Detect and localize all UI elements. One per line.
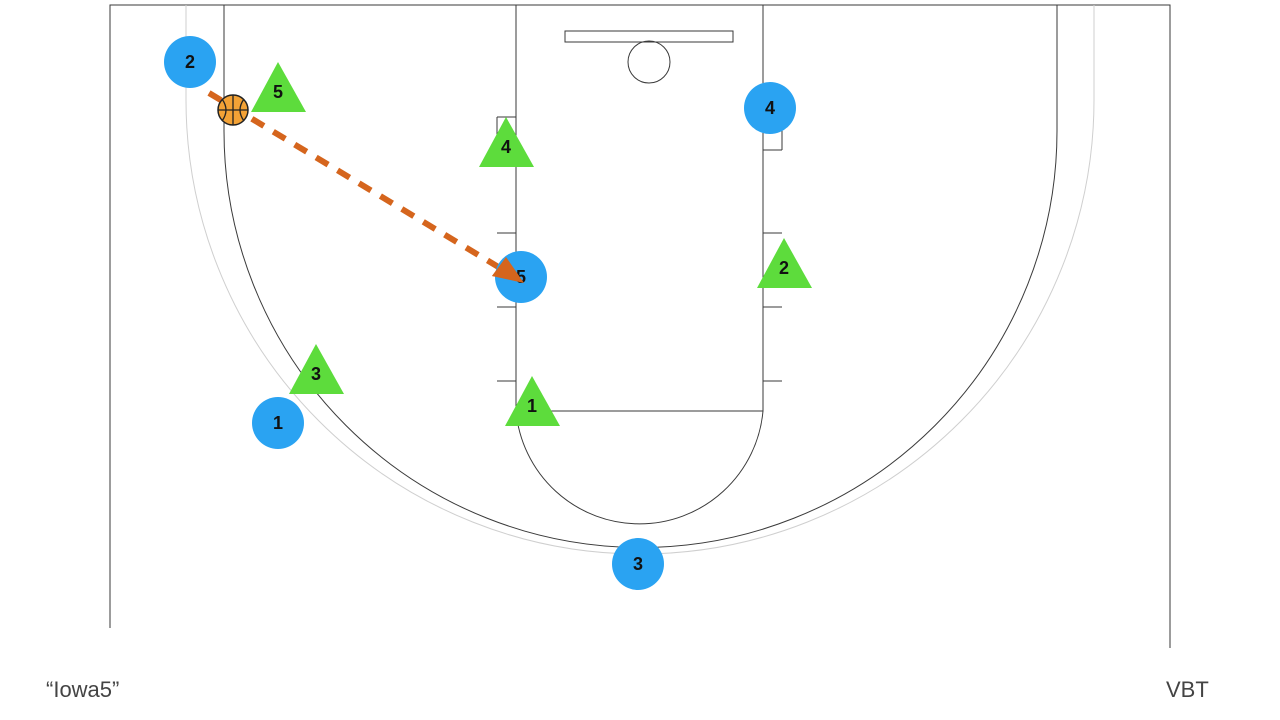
offensive-player-label: 2 xyxy=(185,52,195,72)
defender[interactable]: 5 xyxy=(251,62,306,112)
offensive-player[interactable]: 3 xyxy=(612,538,664,590)
play-name: “Iowa5” xyxy=(46,677,120,702)
defender-label: 1 xyxy=(527,396,537,416)
pass-line xyxy=(207,90,507,274)
defender[interactable]: 4 xyxy=(479,117,534,167)
credit-label: VBT xyxy=(1166,677,1209,702)
defender[interactable]: 2 xyxy=(757,238,812,288)
basketball-icon xyxy=(217,94,249,126)
offensive-player[interactable]: 2 xyxy=(164,36,216,88)
defender[interactable]: 1 xyxy=(505,376,560,426)
defender[interactable]: 3 xyxy=(289,344,344,394)
offensive-player-label: 5 xyxy=(516,267,526,287)
defender-label: 5 xyxy=(273,82,283,102)
three-point-line xyxy=(223,5,1058,548)
offensive-player-label: 1 xyxy=(273,413,283,433)
offensive-player-label: 3 xyxy=(633,554,643,574)
free-throw-circle xyxy=(515,410,764,525)
offensive-player[interactable]: 1 xyxy=(252,397,304,449)
defender-label: 4 xyxy=(501,137,511,157)
outer-arc xyxy=(185,5,1095,555)
lane-hash-marks xyxy=(496,116,783,382)
offensive-player[interactable]: 4 xyxy=(744,82,796,134)
free-throw-lane xyxy=(515,4,764,412)
pass-arrowhead-overlay xyxy=(492,257,524,283)
offensive-player-label: 4 xyxy=(765,98,775,118)
defender-label: 2 xyxy=(779,258,789,278)
backboard xyxy=(564,30,734,43)
pass-arrow xyxy=(207,90,524,283)
rim xyxy=(627,40,671,84)
defender-label: 3 xyxy=(311,364,321,384)
